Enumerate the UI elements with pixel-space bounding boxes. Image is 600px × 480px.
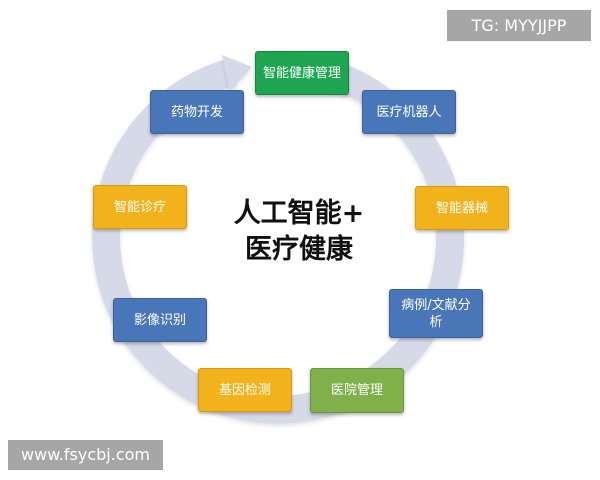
center-title: 人工智能+ 医疗健康 bbox=[214, 196, 384, 268]
node-gene-testing: 基因检测 bbox=[198, 368, 292, 412]
node-image-recognition: 影像识别 bbox=[113, 298, 207, 342]
node-label: 病例/文献分析 bbox=[401, 297, 471, 330]
node-label: 智能健康管理 bbox=[262, 65, 341, 81]
node-smart-diagnosis: 智能诊疗 bbox=[93, 185, 187, 229]
node-hospital-management: 医院管理 bbox=[310, 368, 404, 413]
node-label: 医疗机器人 bbox=[376, 104, 442, 120]
node-label: 智能诊疗 bbox=[113, 199, 166, 215]
center-title-line1: 人工智能+ bbox=[233, 198, 365, 229]
node-label: 医院管理 bbox=[330, 383, 383, 398]
node-label: 基因检测 bbox=[218, 382, 271, 398]
center-title-line2: 医疗健康 bbox=[245, 234, 353, 265]
node-case-literature-analysis: 病例/文献分析 bbox=[389, 289, 483, 338]
node-label: 药物开发 bbox=[170, 104, 223, 120]
watermark-tg: TG: MYYJJPP bbox=[447, 10, 591, 41]
node-drug-development: 药物开发 bbox=[150, 90, 244, 134]
node-smart-health-management: 智能健康管理 bbox=[255, 51, 349, 95]
node-smart-devices: 智能器械 bbox=[415, 186, 509, 230]
ring-arrow-head-icon bbox=[222, 55, 252, 91]
node-label: 智能器械 bbox=[435, 200, 488, 216]
watermark-url: www.fsycbj.com bbox=[8, 440, 163, 470]
node-medical-robot: 医疗机器人 bbox=[362, 90, 456, 134]
node-label: 影像识别 bbox=[133, 312, 186, 328]
